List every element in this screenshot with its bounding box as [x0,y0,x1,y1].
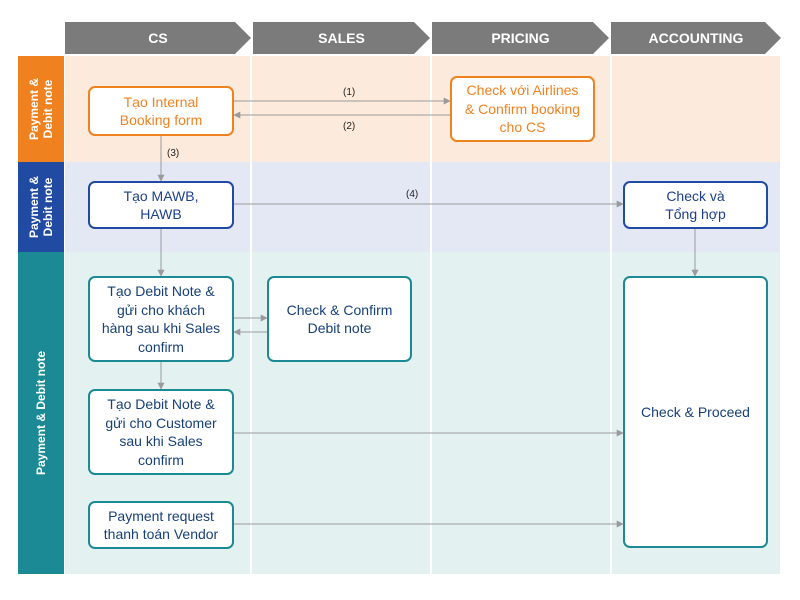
header-accounting: ACCOUNTING [611,22,781,54]
row-label-1: Payment & Debit note [18,56,64,162]
arrow-label-4: (4) [406,189,418,200]
header-pricing: PRICING [432,22,609,54]
box-mawb: Tạo MAWB, HAWB [88,181,234,229]
header-cs: CS [65,22,251,54]
box-payment-request: Payment request thanh toán Vendor [88,501,234,549]
lane-divider [610,56,612,574]
lane-divider [250,56,252,574]
box-internal-booking: Tạo Internal Booking form [88,86,234,136]
row-label-2: Payment & Debit note [18,162,64,252]
arrow-label-3: (3) [167,148,179,159]
box-check-tong-hop: Check và Tổng hợp [623,181,768,229]
row-label-3: Payment & Debit note [18,252,64,574]
header-sales: SALES [253,22,430,54]
arrow-label-1: (1) [343,87,355,98]
box-check-airlines: Check với Airlines & Confirm booking cho… [450,76,595,142]
box-check-proceed: Check & Proceed [623,276,768,548]
box-debit-note-sales: Tạo Debit Note & gửi cho khách hàng sau … [88,276,234,362]
arrow-label-2: (2) [343,121,355,132]
box-debit-note-customer: Tạo Debit Note & gửi cho Customer sau kh… [88,389,234,475]
lane-divider [430,56,432,574]
box-check-confirm-debit: Check & Confirm Debit note [267,276,412,362]
